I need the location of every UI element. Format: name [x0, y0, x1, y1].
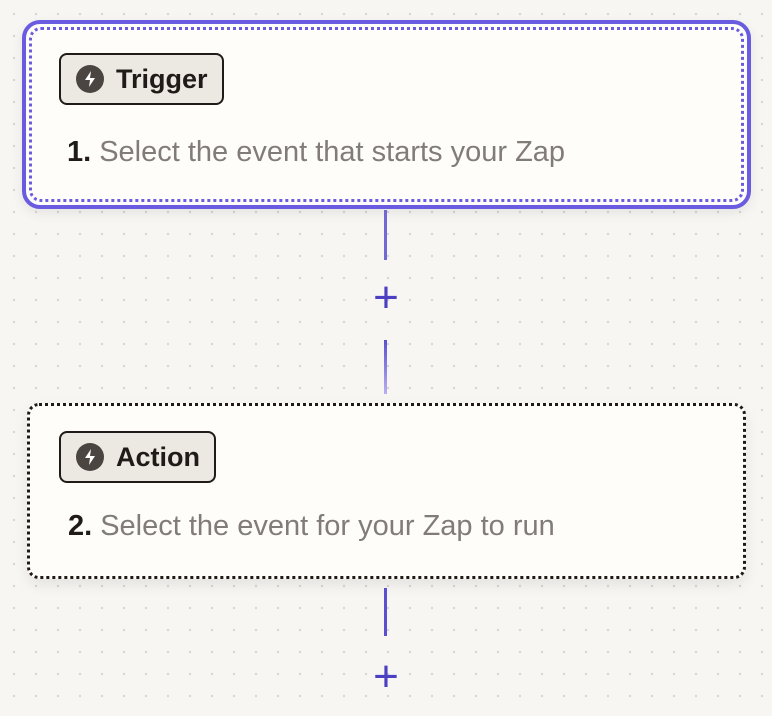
selection-outline: [29, 27, 744, 202]
step-description-text: Select the event that starts your Zap: [99, 136, 566, 168]
step-number: 1.: [67, 136, 92, 168]
trigger-label: Trigger: [116, 63, 208, 94]
action-label: Action: [116, 441, 200, 472]
lightning-bolt-icon: [76, 65, 104, 93]
trigger-step-card[interactable]: Trigger 1.Select the event that starts y…: [22, 20, 751, 209]
action-step-card[interactable]: Action 2.Select the event for your Zap t…: [27, 403, 746, 579]
trigger-description: 1.Select the event that starts your Zap: [67, 136, 565, 169]
add-step-button[interactable]: +: [373, 652, 399, 701]
add-step-button[interactable]: +: [373, 273, 399, 322]
connector-line: [384, 340, 387, 394]
connector-line: [384, 588, 387, 636]
connector-line: [384, 210, 387, 260]
lightning-bolt-icon: [76, 443, 104, 471]
action-badge: Action: [59, 431, 216, 483]
step-description-text: Select the event for your Zap to run: [100, 510, 555, 542]
trigger-badge: Trigger: [59, 53, 224, 105]
action-description: 2.Select the event for your Zap to run: [68, 510, 555, 543]
step-number: 2.: [68, 510, 93, 542]
